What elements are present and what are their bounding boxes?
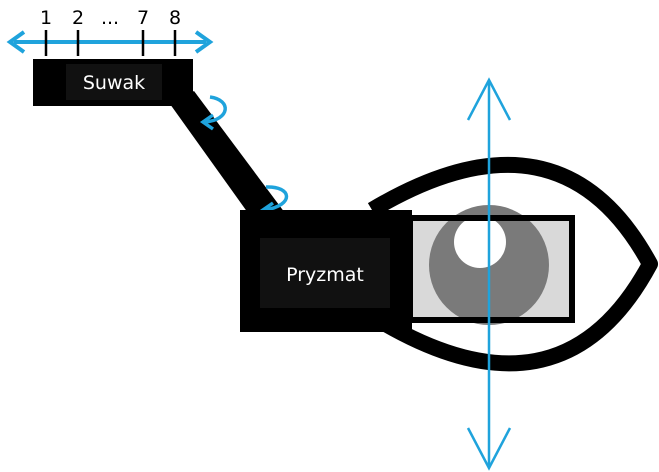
vertical-axis-arrow (466, 77, 512, 471)
scale-left-arrowhead (6, 30, 26, 54)
scale-tick-label: 7 (137, 7, 149, 29)
vertical-top-arrowhead (466, 77, 512, 121)
slider-box: Suwak (33, 59, 193, 106)
prism-label-bg (260, 238, 390, 308)
connecting-arm (170, 91, 285, 227)
pupil-highlight (454, 216, 506, 268)
prism-box: Pryzmat (240, 210, 412, 332)
vertical-bottom-arrowhead (466, 427, 512, 471)
scale-tick-label: 2 (72, 7, 84, 29)
eye-outline (367, 156, 658, 372)
scale-bar: 1 2 ... 7 8 (6, 7, 214, 56)
scale-tick-label: ... (101, 7, 119, 29)
rotation-arrow-upper (199, 95, 227, 131)
scale-tick-label: 8 (169, 7, 181, 29)
slider-label: Suwak (83, 72, 145, 94)
scale-tick-label: 1 (40, 7, 52, 29)
eye-lens (407, 205, 575, 325)
prism-label: Pryzmat (286, 264, 364, 286)
slider-label-bg (66, 64, 162, 100)
scale-right-arrowhead (194, 30, 214, 54)
